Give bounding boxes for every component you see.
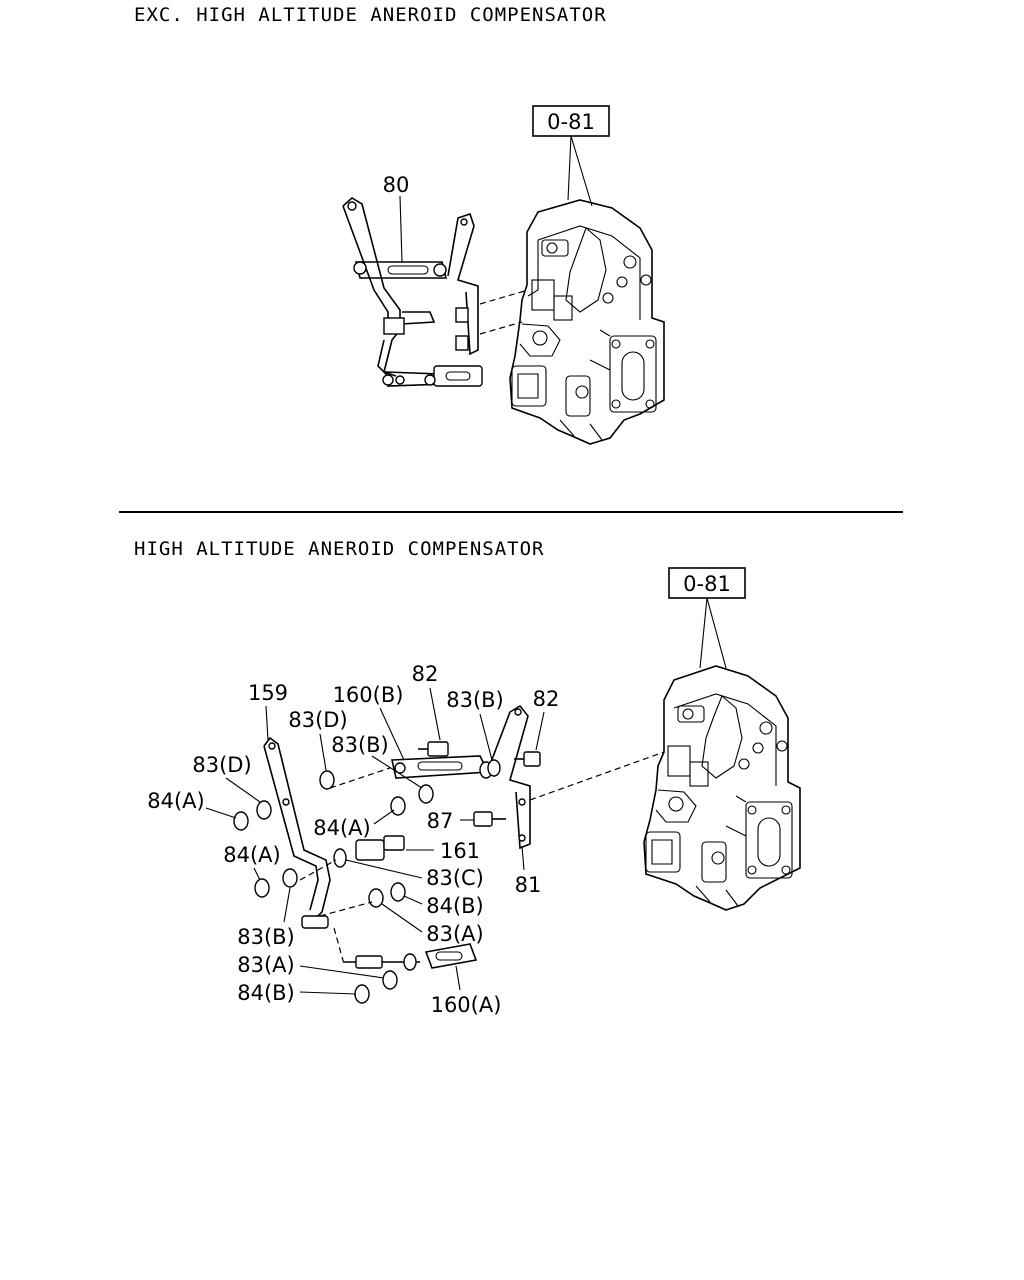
bottom-injection-pump	[643, 665, 801, 911]
callout-83-d-left: 83(D)	[192, 753, 251, 777]
callout-83-b-mid: 83(B)	[331, 733, 389, 757]
callout-84-a-lower-leader	[253, 867, 261, 881]
callout-161: 161	[440, 839, 480, 863]
alignment-line	[529, 751, 665, 801]
callout-83-a-low-leader	[299, 965, 385, 979]
top-callout-80: 80	[383, 173, 410, 197]
top-ref-leader	[570, 135, 593, 207]
bottom-ref-leader	[699, 597, 708, 669]
callout-84-b-mid: 84(B)	[426, 894, 484, 918]
callout-160-a: 160(A)	[431, 993, 502, 1017]
callout-84-a-mid-leader	[373, 809, 395, 825]
callout-82-left: 82	[412, 662, 439, 686]
callout-83-d-top: 83(D)	[288, 708, 347, 732]
callout-159: 159	[248, 681, 288, 705]
callout-81: 81	[515, 873, 542, 897]
callout-160-a-leader	[455, 965, 461, 991]
callout-83-d-left-leader	[225, 777, 261, 803]
callout-160-b: 160(B)	[333, 683, 404, 707]
callout-83-a-mid-leader	[381, 903, 423, 933]
bottom-ref-box: 0-81	[668, 567, 746, 599]
bottom-exploded-parts	[233, 704, 541, 1004]
callout-84-b-low: 84(B)	[237, 981, 295, 1005]
bottom-ref-leader	[706, 597, 727, 669]
top-ref-box: 0-81	[532, 105, 610, 137]
callout-82-right-leader	[535, 711, 545, 751]
callout-83-b-low: 83(B)	[237, 925, 295, 949]
callout-82-right: 82	[533, 687, 560, 711]
top-ref-leader	[567, 135, 572, 201]
top-section-title: EXC. HIGH ALTITUDE ANEROID COMPENSATOR	[134, 4, 607, 26]
callout-83-b-low-leader	[283, 887, 291, 923]
callout-83-a-mid: 83(A)	[426, 922, 483, 946]
callout-84-a-left-leader	[205, 807, 237, 819]
bottom-ref-box-label: 0-81	[683, 572, 731, 596]
callout-83-d-top-leader	[319, 733, 327, 771]
callout-84-b-mid-leader	[403, 895, 423, 905]
callout-83-b-top: 83(B)	[446, 688, 504, 712]
bottom-section-title: HIGH ALTITUDE ANEROID COMPENSATOR	[134, 538, 545, 560]
top-linkage-assembly	[342, 197, 529, 387]
callout-83-b-mid-leader	[371, 755, 423, 789]
callout-87: 87	[427, 809, 454, 833]
callout-82-left-leader	[429, 687, 441, 741]
callout-83-c: 83(C)	[426, 866, 484, 890]
callout-83-b-top-leader	[479, 713, 493, 761]
top-injection-pump	[509, 199, 665, 445]
callout-84-a-mid: 84(A)	[313, 816, 370, 840]
callout-160-b-leader	[379, 707, 405, 761]
callout-84-a-lower: 84(A)	[223, 843, 280, 867]
callout-84-a-left: 84(A)	[147, 789, 204, 813]
callout-83-c-leader	[345, 859, 423, 879]
callout-81-leader	[521, 845, 525, 871]
callout-83-a-low: 83(A)	[237, 953, 294, 977]
callout-84-b-low-leader	[299, 991, 357, 995]
callout-159-leader	[265, 705, 269, 741]
top-callout-80-leader	[399, 195, 403, 263]
top-ref-box-label: 0-81	[547, 110, 595, 134]
